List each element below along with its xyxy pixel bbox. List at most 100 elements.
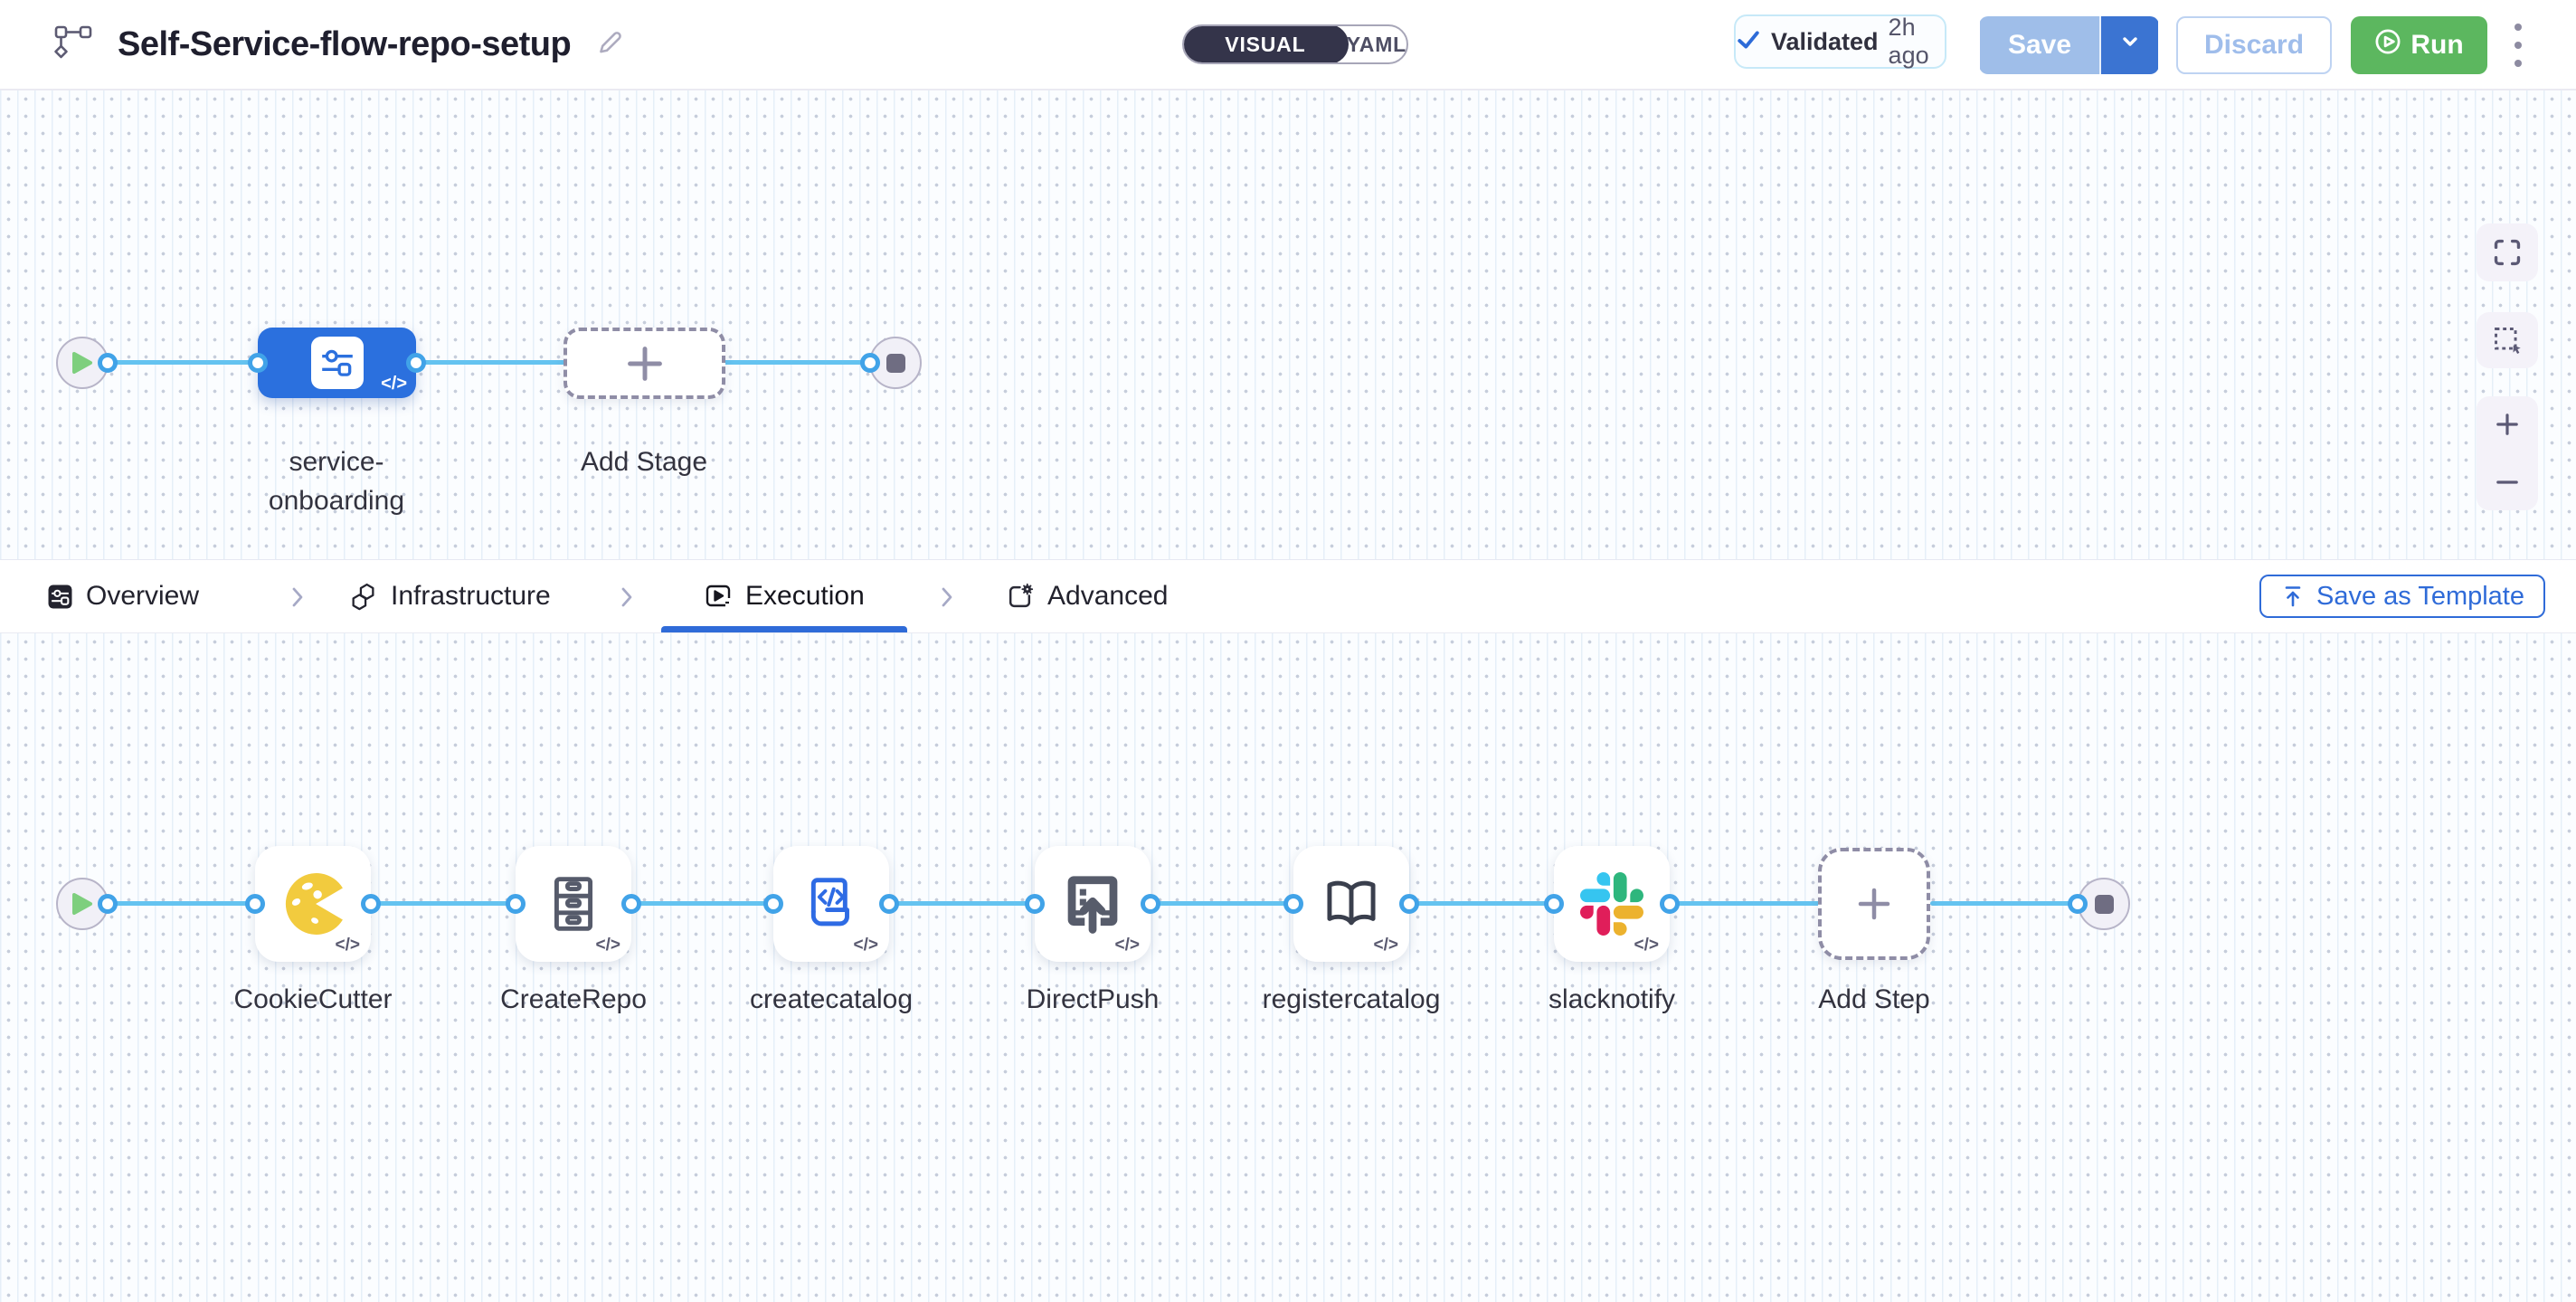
run-button[interactable]: Run <box>2351 16 2487 74</box>
pipeline-studio-header: Self-Service-flow-repo-setup VISUAL YAML… <box>0 0 2576 90</box>
save-button[interactable]: Save <box>1980 16 2101 74</box>
chevron-right-icon <box>286 584 309 615</box>
port[interactable] <box>2068 894 2088 914</box>
edge <box>1151 901 1295 906</box>
port[interactable] <box>98 894 118 914</box>
chevron-right-icon <box>935 584 959 615</box>
edge <box>1409 901 1556 906</box>
edge <box>108 901 257 906</box>
code-badge: </> <box>595 936 620 955</box>
kebab-menu-icon[interactable] <box>2500 22 2536 69</box>
cookiecutter-icon <box>285 873 343 935</box>
port[interactable] <box>1544 894 1564 914</box>
step-node-slacknotify[interactable]: </> <box>1554 846 1670 962</box>
visual-yaml-toggle[interactable]: VISUAL YAML <box>1182 24 1408 64</box>
overview-icon <box>48 584 72 608</box>
step-node-cookiecutter[interactable]: </> <box>255 846 371 962</box>
stage-pipeline-icon <box>310 337 364 389</box>
stop-square-icon <box>886 353 905 373</box>
edge <box>414 360 565 365</box>
stop-square-icon <box>2094 894 2114 914</box>
port[interactable] <box>98 353 118 373</box>
page-title: Self-Service-flow-repo-setup <box>118 24 572 63</box>
port[interactable] <box>245 894 265 914</box>
validated-label: Validated <box>1771 27 1879 55</box>
tab-infrastructure[interactable]: Infrastructure <box>349 560 551 632</box>
port[interactable] <box>506 894 526 914</box>
slack-icon <box>1580 872 1643 936</box>
add-step-label: Add Step <box>1818 984 1930 1014</box>
tab-label: Infrastructure <box>391 581 551 611</box>
add-step-button[interactable] <box>1818 848 1930 960</box>
toggle-visual[interactable]: VISUAL <box>1184 26 1349 62</box>
play-triangle-icon <box>72 893 92 915</box>
stage-config-tabbar: Overview Infrastructure Execution <box>0 559 2576 633</box>
port[interactable] <box>860 353 880 373</box>
stage-node-service-onboarding[interactable]: </> <box>258 328 416 398</box>
edge <box>724 360 872 365</box>
tab-label: Overview <box>86 581 200 611</box>
toggle-yaml[interactable]: YAML <box>1346 32 1406 56</box>
step-node-createrepo[interactable]: </> <box>516 846 631 962</box>
port[interactable] <box>763 894 783 914</box>
stage-label: service-onboarding <box>268 447 405 516</box>
code-badge: </> <box>1114 936 1140 955</box>
save-as-template-button[interactable]: Save as Template <box>2259 575 2545 618</box>
tab-overview[interactable]: Overview <box>48 560 199 632</box>
step-node-registercatalog[interactable]: </> <box>1293 846 1409 962</box>
direct-push-icon <box>1067 876 1118 934</box>
save-dropdown-button[interactable] <box>2101 16 2158 74</box>
add-stage-button[interactable] <box>564 328 725 399</box>
port[interactable] <box>621 894 641 914</box>
step-label: DirectPush <box>1026 984 1160 1014</box>
pipeline-flow-icon <box>52 22 94 68</box>
port[interactable] <box>248 353 268 373</box>
fit-view-icon <box>2494 239 2521 266</box>
tab-execution[interactable]: Execution <box>705 560 865 632</box>
upload-icon <box>2285 586 2301 607</box>
step-label: createcatalog <box>749 984 914 1014</box>
open-book-icon <box>1327 880 1376 926</box>
port[interactable] <box>1025 894 1045 914</box>
edge <box>889 901 1037 906</box>
plus-icon <box>627 346 662 381</box>
step-label: CreateRepo <box>500 984 647 1014</box>
discard-button[interactable]: Discard <box>2176 16 2332 74</box>
code-badge: </> <box>381 374 407 394</box>
edit-pencil-icon[interactable] <box>594 27 625 62</box>
port[interactable] <box>879 894 899 914</box>
code-badge: </> <box>853 936 878 955</box>
play-triangle-icon <box>72 352 92 374</box>
tab-advanced[interactable]: Advanced <box>1006 560 1168 632</box>
advanced-icon <box>1009 583 1034 607</box>
marquee-select-button[interactable] <box>2477 312 2538 368</box>
port[interactable] <box>1283 894 1303 914</box>
port[interactable] <box>361 894 381 914</box>
run-play-icon <box>2374 28 2401 62</box>
validated-badge[interactable]: Validated 2h ago <box>1734 14 1946 69</box>
chevron-right-icon <box>615 584 639 615</box>
code-badge: </> <box>1634 936 1659 955</box>
execution-canvas[interactable]: </> </> </> <box>0 633 2576 1302</box>
active-tab-underline <box>661 626 907 632</box>
step-node-directpush[interactable]: </> <box>1035 846 1151 962</box>
port[interactable] <box>1660 894 1680 914</box>
zoom-in-icon[interactable] <box>2492 409 2523 440</box>
tab-label: Advanced <box>1047 581 1169 611</box>
port[interactable] <box>1399 894 1419 914</box>
execution-icon <box>706 584 731 607</box>
zoom-out-icon[interactable] <box>2492 467 2523 498</box>
infrastructure-icon <box>352 583 374 610</box>
edge <box>108 360 260 365</box>
edge <box>631 901 775 906</box>
port[interactable] <box>406 353 426 373</box>
save-split-button: Save <box>1979 16 2159 74</box>
add-stage-label: Add Stage <box>580 447 708 477</box>
stage-canvas[interactable]: </> service-onboarding Add Stage <box>0 90 2576 559</box>
step-node-createcatalog[interactable]: </> <box>773 846 889 962</box>
code-badge: </> <box>1373 936 1398 955</box>
port[interactable] <box>1141 894 1160 914</box>
code-badge: </> <box>335 936 360 955</box>
validated-time: 2h ago <box>1888 14 1929 69</box>
fit-view-button[interactable] <box>2477 223 2538 281</box>
